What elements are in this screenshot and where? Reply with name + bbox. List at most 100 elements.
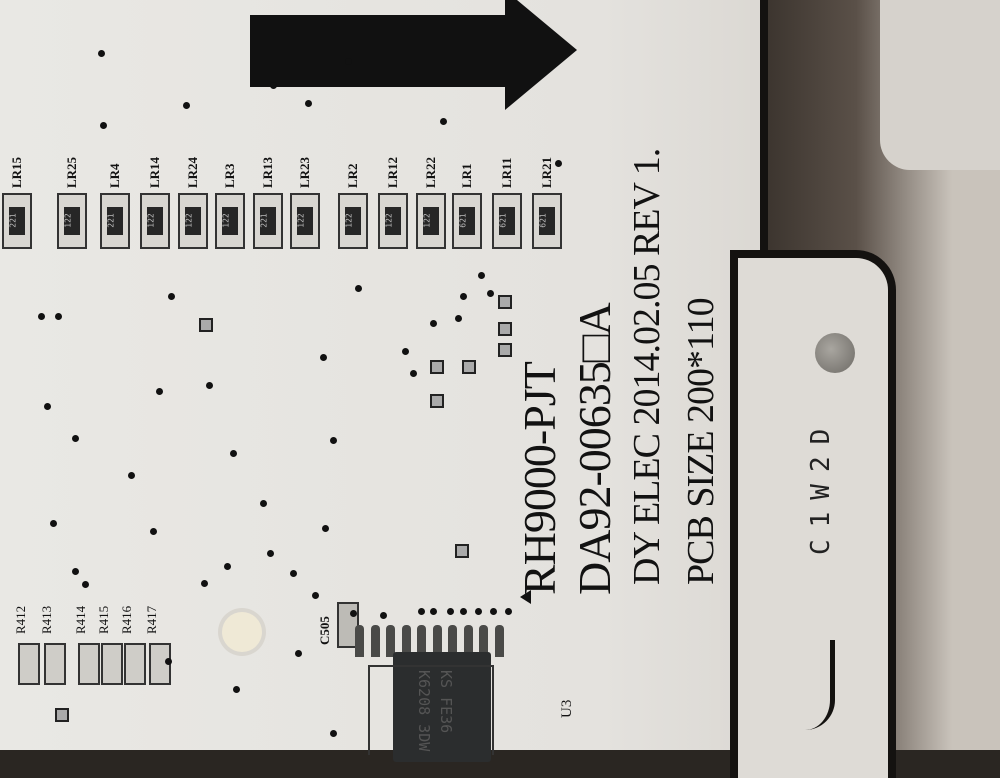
resistor-body: 122 xyxy=(185,207,201,235)
resistor: 122 xyxy=(215,193,245,249)
resistor-body: 122 xyxy=(385,207,401,235)
via-hole xyxy=(206,382,213,389)
resistor-body: 221 xyxy=(9,207,25,235)
resistor-label: LR3 xyxy=(222,163,237,188)
via-hole xyxy=(505,608,512,615)
resistor-pads xyxy=(44,643,66,685)
resistor-marking: 221 xyxy=(8,213,18,228)
resistor-label: LR1 xyxy=(459,163,474,188)
resistor-pads xyxy=(101,643,123,685)
via-hole xyxy=(345,58,352,65)
via-hole xyxy=(380,612,387,619)
chip-pin xyxy=(463,625,473,657)
resistor: 122 xyxy=(338,193,368,249)
via-hole xyxy=(168,293,175,300)
via-hole xyxy=(201,580,208,587)
board-outline-tab xyxy=(730,250,896,778)
resistor-marking: 122 xyxy=(344,213,354,228)
via-hole xyxy=(270,82,277,89)
resistor-label: LR2 xyxy=(345,163,360,188)
via-hole xyxy=(295,650,302,657)
resistor-body: 122 xyxy=(147,207,163,235)
chip-outline xyxy=(368,665,494,755)
via-hole xyxy=(267,550,274,557)
chip-pin xyxy=(370,625,380,657)
pcb-size: PCB SIZE 200*110 xyxy=(680,298,722,585)
cap-label: C505 xyxy=(317,616,332,645)
via-hole xyxy=(224,563,231,570)
resistor: 122 xyxy=(290,193,320,249)
resistor: 621 xyxy=(532,193,562,249)
resistor-marking: 122 xyxy=(221,213,231,228)
test-pad xyxy=(199,318,213,332)
resistor: 221 xyxy=(253,193,283,249)
part-number: DA92-00635□A xyxy=(569,303,620,595)
resistor-label: LR4 xyxy=(107,163,122,188)
resistor-label: R415 xyxy=(96,605,111,634)
via-hole xyxy=(430,320,437,327)
chip-pin xyxy=(448,625,457,657)
via-hole xyxy=(320,354,327,361)
direction-arrow-icon xyxy=(250,15,510,87)
resistor-pads xyxy=(78,643,100,685)
resistor-marking: 122 xyxy=(422,213,432,228)
via-hole xyxy=(487,290,494,297)
resistor: 221 xyxy=(100,193,130,249)
via-hole xyxy=(38,313,45,320)
resistor: 621 xyxy=(492,193,522,249)
via-hole xyxy=(50,520,57,527)
resistor-body: 221 xyxy=(260,207,276,235)
via-hole xyxy=(418,608,425,615)
resistor-label: R414 xyxy=(73,605,88,634)
chip-ref-label: U3 xyxy=(559,699,575,718)
via-hole xyxy=(165,658,172,665)
background-plastic xyxy=(880,0,1000,170)
test-pad xyxy=(498,343,512,357)
via-hole xyxy=(402,348,409,355)
test-pad xyxy=(498,295,512,309)
resistor: 122 xyxy=(378,193,408,249)
via-hole xyxy=(156,388,163,395)
resistor-label: LR25 xyxy=(64,156,79,188)
resistor: 122 xyxy=(178,193,208,249)
test-pad xyxy=(430,360,444,374)
test-pad xyxy=(462,360,476,374)
mounting-pad xyxy=(222,612,262,652)
via-hole xyxy=(233,686,240,693)
resistor-marking: 621 xyxy=(458,213,468,228)
resistor-marking: 221 xyxy=(106,213,116,228)
resistor-label: LR12 xyxy=(385,156,400,188)
resistor-marking: 621 xyxy=(498,213,508,228)
chip-pin xyxy=(417,625,426,657)
chip-pin xyxy=(386,625,395,657)
resistor-body: 621 xyxy=(539,207,555,235)
via-hole xyxy=(555,160,562,167)
test-pad xyxy=(498,322,512,336)
resistor-marking: 122 xyxy=(63,213,73,228)
edge-code-label: C1W2D xyxy=(806,416,836,555)
via-hole xyxy=(350,610,357,617)
via-hole xyxy=(312,592,319,599)
resistor-pads xyxy=(124,643,146,685)
resistor-label: R412 xyxy=(13,605,28,634)
resistor-marking: 221 xyxy=(259,213,269,228)
via-hole xyxy=(305,100,312,107)
resistor-marking: 122 xyxy=(146,213,156,228)
test-pad xyxy=(55,708,69,722)
via-hole xyxy=(230,450,237,457)
resistor-marking: 621 xyxy=(538,213,548,228)
via-hole xyxy=(430,608,437,615)
resistor: 621 xyxy=(452,193,482,249)
via-hole xyxy=(98,50,105,57)
resistor-marking: 122 xyxy=(296,213,306,228)
via-hole xyxy=(447,608,454,615)
resistor-body: 122 xyxy=(423,207,439,235)
model-number: RH9000-PJT xyxy=(514,362,565,595)
resistor-label: LR11 xyxy=(499,157,514,188)
via-hole xyxy=(100,122,107,129)
chip-pin xyxy=(432,625,442,657)
via-hole xyxy=(128,472,135,479)
pin1-marker-icon xyxy=(520,590,531,604)
via-hole xyxy=(44,403,51,410)
resistor: 122 xyxy=(57,193,87,249)
